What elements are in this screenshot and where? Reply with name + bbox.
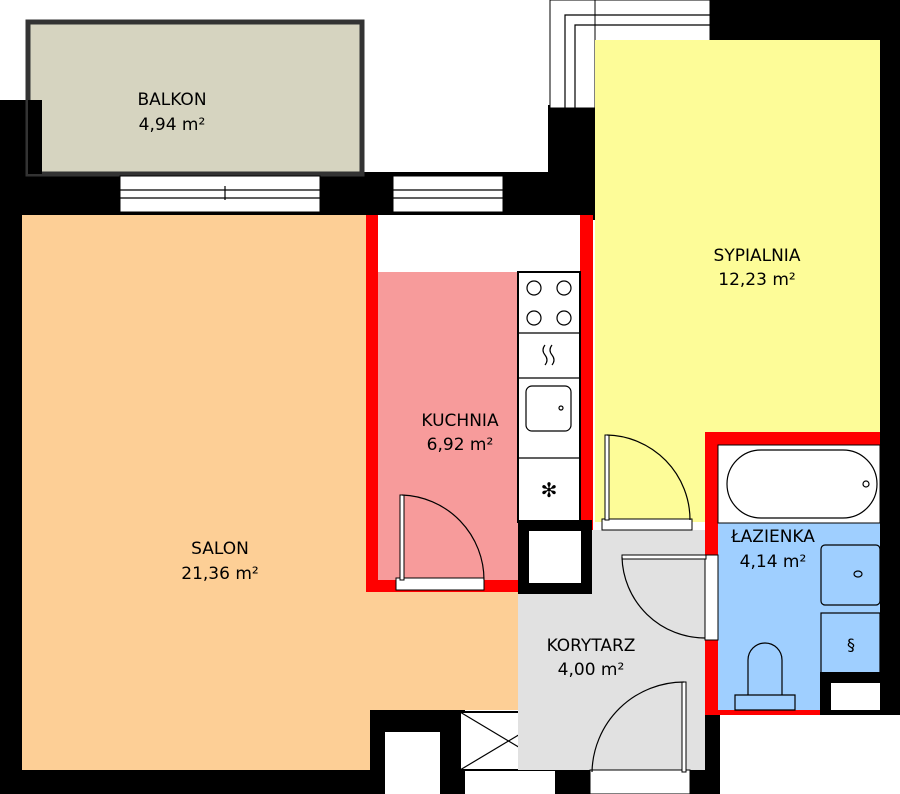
washer-icon: § <box>847 635 855 654</box>
balkon-area: 4,94 m² <box>139 115 206 135</box>
lazienka-area: 4,14 m² <box>740 552 807 572</box>
kuchnia-area: 6,92 m² <box>427 435 494 455</box>
fridge-icon: ✻ <box>541 478 558 502</box>
hood-icon <box>542 344 555 366</box>
room-labels: BALKON 4,94 m² SALON 21,36 m² KUCHNIA 6,… <box>137 90 815 680</box>
korytarz-name: KORYTARZ <box>547 636 636 656</box>
washbasin-icon <box>820 544 881 606</box>
balcony-area <box>25 19 365 177</box>
notch <box>385 732 440 794</box>
stove-icon <box>526 280 572 326</box>
sink-icon <box>525 385 572 432</box>
room-salon <box>22 215 518 770</box>
salon-area: 21,36 m² <box>181 564 258 584</box>
lazienka-name: ŁAZIENKA <box>730 527 815 547</box>
sypialnia-name: SYPIALNIA <box>714 246 801 266</box>
room-sypialnia <box>595 40 880 522</box>
korytarz-area: 4,00 m² <box>558 660 625 680</box>
balkon-name: BALKON <box>137 90 206 110</box>
bathroom-fixtures: § <box>717 444 881 715</box>
bathtub-icon <box>726 449 878 519</box>
toilet-icon <box>734 642 796 711</box>
sypialnia-area: 12,23 m² <box>718 270 795 290</box>
salon-name: SALON <box>191 539 249 559</box>
kuchnia-name: KUCHNIA <box>421 411 499 431</box>
kitchen-appliances: ✻ <box>517 271 581 523</box>
doors <box>395 434 707 794</box>
